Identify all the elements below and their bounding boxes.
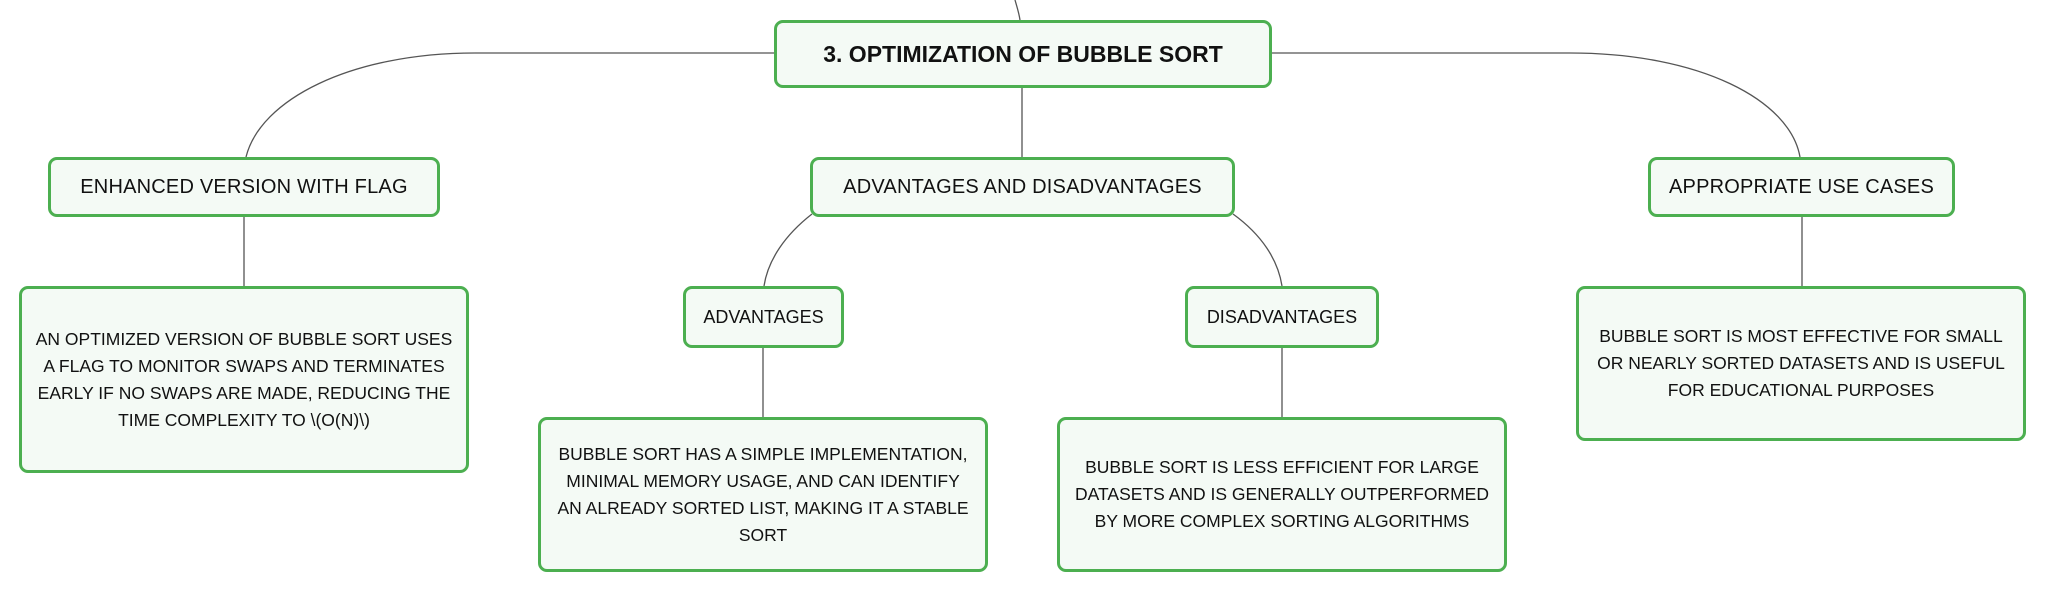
detail-node-appropriate-use-cases[interactable]: BUBBLE SORT IS MOST EFFECTIVE FOR SMALL … — [1576, 286, 2026, 441]
branch-node-enhanced-version-with-flag[interactable]: ENHANCED VERSION WITH FLAG — [48, 157, 440, 217]
branch-node-advantages-and-disadvantages[interactable]: ADVANTAGES AND DISADVANTAGES — [810, 157, 1235, 217]
sub-node-disadvantages[interactable]: DISADVANTAGES — [1185, 286, 1379, 348]
connector-adv-dis-to-dis — [1232, 213, 1283, 287]
branch-node-appropriate-use-cases[interactable]: APPROPRIATE USE CASES — [1648, 157, 1955, 217]
sub-node-advantages[interactable]: ADVANTAGES — [683, 286, 844, 348]
branch-node-label: APPROPRIATE USE CASES — [1668, 175, 1934, 198]
detail-node-text: BUBBLE SORT IS LESS EFFICIENT FOR LARGE … — [1075, 457, 1489, 531]
detail-node-advantages[interactable]: BUBBLE SORT HAS A SIMPLE IMPLEMENTATION,… — [538, 417, 988, 572]
root-node-label: 3. OPTIMIZATION OF BUBBLE SORT — [823, 40, 1223, 67]
connector-root-to-flag — [245, 52, 774, 158]
detail-node-text: BUBBLE SORT IS MOST EFFECTIVE FOR SMALL … — [1597, 326, 2005, 400]
detail-node-enhanced-version-with-flag[interactable]: AN OPTIMIZED VERSION OF BUBBLE SORT USES… — [19, 286, 469, 473]
detail-node-text: AN OPTIMIZED VERSION OF BUBBLE SORT USES… — [35, 328, 453, 430]
connector-adv-dis-to-adv — [763, 213, 813, 287]
connector-root-to-use-cases — [1272, 52, 1801, 158]
sub-node-label: ADVANTAGES — [703, 306, 824, 327]
root-node[interactable]: 3. OPTIMIZATION OF BUBBLE SORT — [774, 20, 1272, 88]
branch-node-label: ADVANTAGES AND DISADVANTAGES — [843, 175, 1202, 198]
detail-node-disadvantages[interactable]: BUBBLE SORT IS LESS EFFICIENT FOR LARGE … — [1057, 417, 1507, 572]
detail-node-text: BUBBLE SORT HAS A SIMPLE IMPLEMENTATION,… — [557, 443, 969, 545]
sub-node-label: DISADVANTAGES — [1206, 306, 1358, 327]
branch-node-label: ENHANCED VERSION WITH FLAG — [80, 175, 408, 198]
connector-parent-stub — [1014, 0, 1021, 21]
